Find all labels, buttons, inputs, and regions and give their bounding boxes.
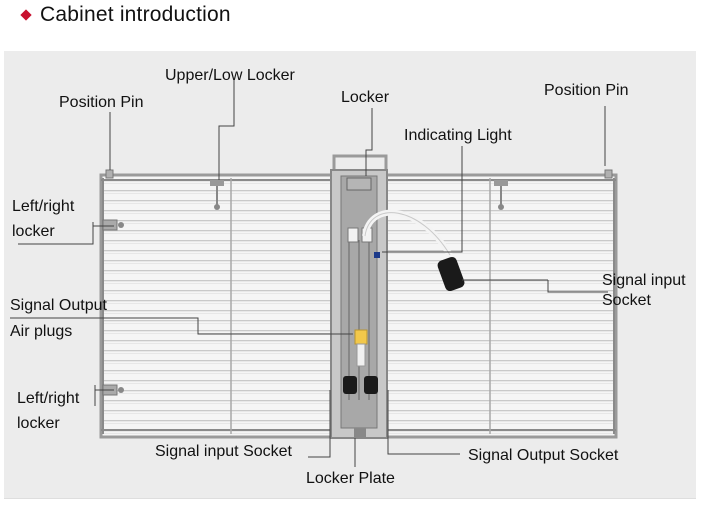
upper-locker-right — [494, 180, 508, 210]
carry-handle — [332, 154, 388, 172]
signal-input-cable — [362, 209, 465, 292]
label-position-pin-right: Position Pin — [544, 82, 629, 99]
label-left-right-locker-top-line1: Left/right — [12, 198, 75, 215]
label-left-right-locker-bottom-line1: Left/right — [17, 390, 80, 407]
label-indicating-light: Indicating Light — [404, 127, 512, 144]
signal-output-air-plug — [354, 329, 368, 367]
label-signal-input-socket-bottom: Signal input Socket — [155, 443, 292, 460]
position-pin-right — [604, 169, 613, 179]
label-left-right-locker-top-line2: locker — [12, 223, 55, 240]
label-upper-low-locker: Upper/Low Locker — [165, 67, 295, 84]
label-signal-output-air-plugs-line1: Signal Output — [10, 297, 107, 314]
position-pin-left — [105, 169, 114, 179]
label-position-pin-left: Position Pin — [59, 94, 144, 111]
leader-lines — [10, 80, 608, 467]
bottom-sockets — [343, 376, 378, 438]
label-locker-plate: Locker Plate — [306, 470, 395, 487]
label-signal-output-air-plugs-line2: Air plugs — [10, 323, 73, 340]
control-board — [330, 169, 388, 439]
upper-locker-left — [210, 180, 224, 210]
side-locker-top — [102, 219, 124, 231]
label-signal-input-socket-right-line1: Signal input — [602, 272, 686, 289]
label-signal-input-socket-right-line2: Socket — [602, 292, 651, 309]
label-signal-output-socket-bottom: Signal Output Socket — [468, 447, 619, 464]
label-locker-top: Locker — [341, 89, 390, 106]
label-left-right-locker-bottom-line2: locker — [17, 415, 60, 432]
section-title: Cabinet introduction — [40, 3, 231, 26]
section-header: Cabinet introduction — [20, 0, 231, 30]
